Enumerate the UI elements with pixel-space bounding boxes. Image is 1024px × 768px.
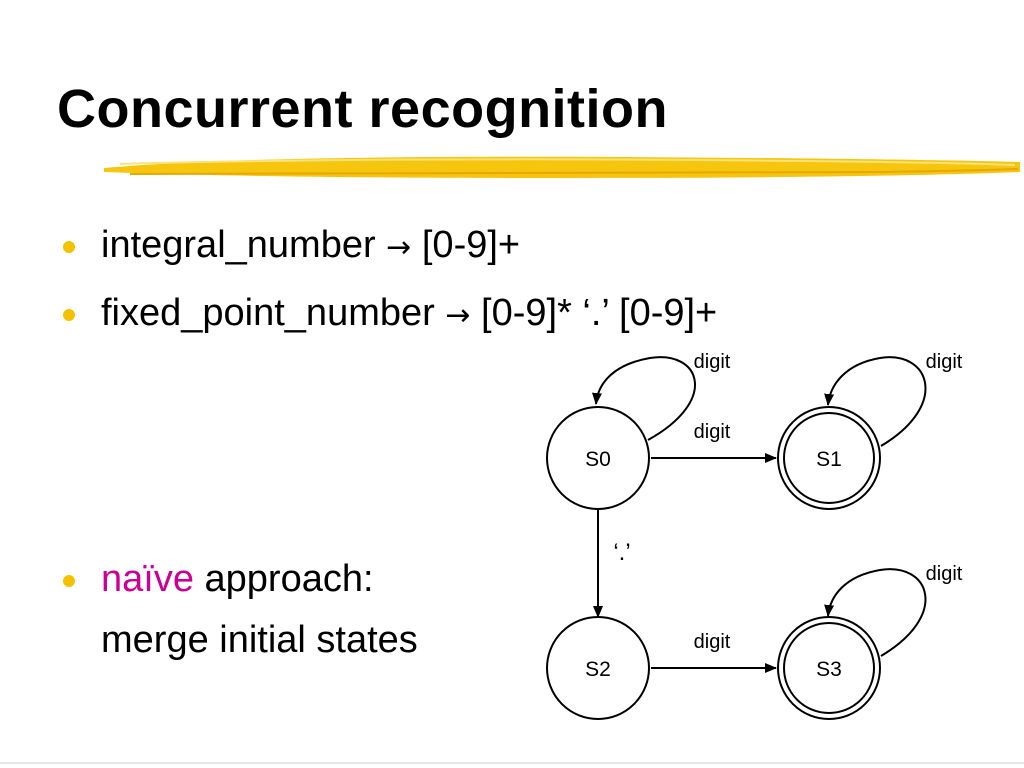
state-label: S0 — [585, 448, 611, 471]
transition-label: digit — [926, 563, 963, 585]
transition-label: digit — [926, 351, 963, 373]
approach-text: approach: — [204, 558, 374, 600]
bullet-dot-icon — [62, 560, 76, 598]
bullet-dot-icon — [62, 294, 76, 332]
state-label: S1 — [816, 448, 842, 471]
bullet-dot-icon — [62, 226, 76, 264]
transition-label: digit — [694, 351, 731, 373]
state-s2: S2 — [546, 616, 650, 720]
state-label: S3 — [816, 658, 842, 681]
footer-divider — [0, 762, 1024, 764]
transition-label: digit — [694, 631, 731, 653]
state-s3: S3 — [777, 616, 881, 720]
bullet-naive-approach: naïve approach: — [101, 560, 374, 598]
bullet-integral-number: integral_number → [0-9]+ — [101, 226, 520, 264]
transition-label: ‘.’ — [613, 539, 630, 566]
rule-name: integral_number — [101, 224, 376, 266]
right-arrow-icon: → — [386, 230, 412, 265]
slide-title: Concurrent recognition — [57, 79, 669, 139]
state-label: S2 — [585, 658, 611, 681]
state-s0: S0 — [546, 406, 650, 510]
rule-rhs: [0-9]+ — [421, 224, 521, 266]
naive-emphasis: naïve — [101, 558, 194, 600]
rule-rhs: [0-9]* ‘.’ [0-9]+ — [481, 292, 718, 334]
transition-label: digit — [694, 421, 731, 443]
transition-s1-s1 — [824, 356, 927, 447]
bullet-fixed-point-number: fixed_point_number → [0-9]* ‘.’ [0-9]+ — [101, 294, 717, 332]
transition-s3-s3 — [824, 568, 927, 657]
state-s1: S1 — [777, 406, 881, 510]
transition-s0-s0 — [592, 356, 696, 441]
right-arrow-icon: → — [445, 298, 471, 333]
rule-name: fixed_point_number — [101, 292, 435, 334]
naive-continuation: merge initial states — [101, 619, 418, 661]
title-underline-stroke — [104, 156, 1020, 178]
